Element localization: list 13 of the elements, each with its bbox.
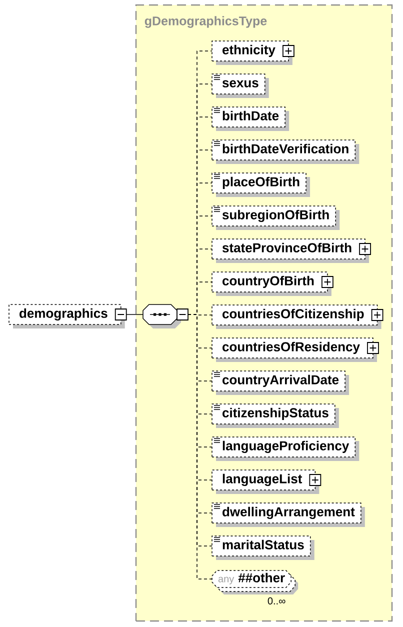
panel-title: gDemographicsType [144,16,267,28]
element-box: countriesOfResidency [212,338,377,362]
element-box: countryArrivalDate [212,370,350,395]
element-box: countriesOfCitizenship [212,304,382,329]
connector [126,314,144,315]
occurrence-label: 0..∞ [268,597,286,604]
element-box: languageProficiency [212,436,360,461]
element-box: citizenshipStatus [212,404,339,428]
element-box: birthDateVerification [212,140,360,164]
element-box: dwellingArrangement [212,502,365,527]
element-box: stateProvinceOfBirth [212,238,370,263]
element-box: subregionOfBirth [212,206,340,230]
wildcard-box: any ##other [212,570,298,594]
